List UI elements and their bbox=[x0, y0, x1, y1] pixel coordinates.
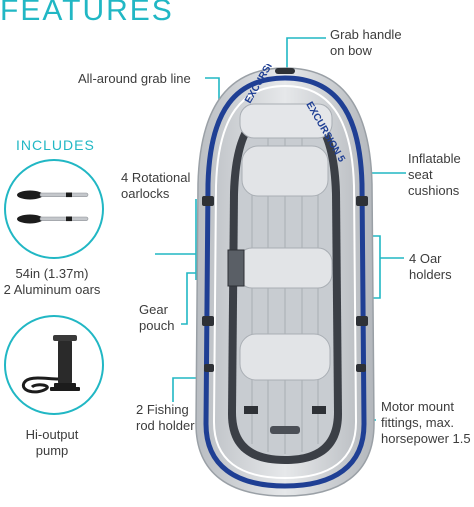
label-gear-pouch: Gear pouch bbox=[139, 302, 175, 333]
label-oar-holders: 4 Oar holders bbox=[409, 251, 452, 282]
oars-caption: 54in (1.37m) 2 Aluminum oars bbox=[3, 266, 101, 297]
oars-circle bbox=[4, 159, 104, 259]
callout-line-rod-holder bbox=[172, 377, 202, 402]
includes-heading: INCLUDES bbox=[16, 137, 95, 153]
label-rod-holder: 2 Fishing rod holder bbox=[136, 402, 195, 433]
pump-icon bbox=[21, 335, 80, 394]
label-grab-handle: Grab handle on bow bbox=[330, 27, 402, 58]
boat-illustration: EXCURSION 5 EXCURSION 5 bbox=[195, 64, 375, 497]
label-motor-mount: Motor mount fittings, max. horsepower 1.… bbox=[381, 399, 471, 446]
pump-caption: Hi-output pump bbox=[25, 427, 79, 458]
label-grab-line: All-around grab line bbox=[78, 71, 191, 86]
page-title: FEATURES bbox=[0, 0, 174, 27]
label-oarlocks: 4 Rotational oarlocks bbox=[121, 170, 191, 201]
callout-line-oar-holders bbox=[373, 235, 381, 299]
pump-circle bbox=[4, 315, 104, 415]
callout-line-grab-handle bbox=[286, 37, 326, 68]
oars-icon bbox=[17, 190, 89, 224]
label-inflatable-seats: Inflatable seat cushions bbox=[408, 151, 461, 198]
